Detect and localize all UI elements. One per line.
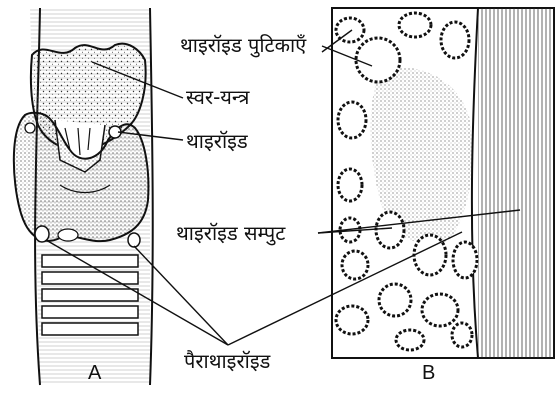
label-voice-box: स्वर-यन्त्र <box>184 86 251 108</box>
parathyroid-right-shape <box>128 233 140 247</box>
panel-a-drawing <box>14 8 153 385</box>
trachea-rings <box>42 255 138 335</box>
label-thyroid-follicles: थाइरॉइड पुटिकाएँ <box>178 34 308 56</box>
parathyroid-left-shape <box>35 226 49 242</box>
label-thyroid-capsule: थाइरॉइड सम्पुट <box>174 222 287 244</box>
label-thyroid: थाइरॉइड <box>184 130 250 152</box>
panel-a-letter: A <box>88 362 101 385</box>
panel-b-drawing <box>332 8 554 358</box>
label-parathyroid: पैराथाइरॉइड <box>182 350 272 372</box>
panel-b-letter: B <box>422 362 435 385</box>
